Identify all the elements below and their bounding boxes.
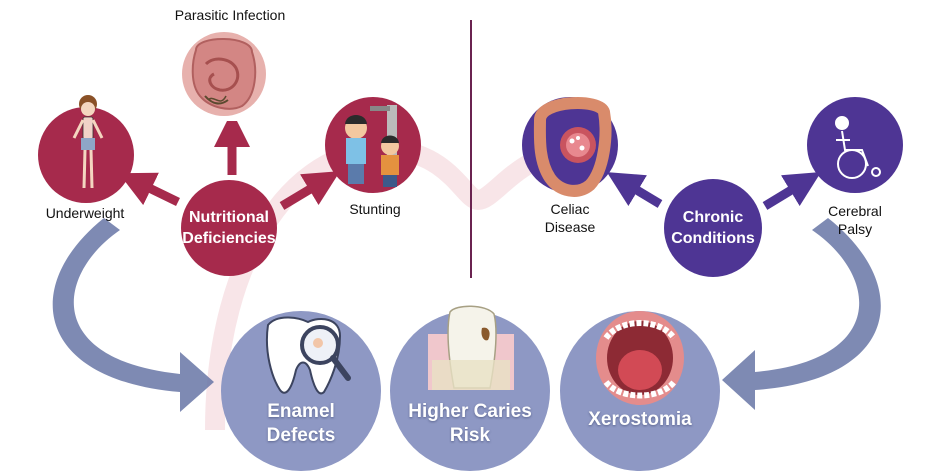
intestine-icon	[180, 25, 268, 121]
palsy-label-line2: Palsy	[837, 221, 873, 237]
children-height-icon	[345, 105, 399, 187]
caries-label-line1: Higher Caries	[408, 401, 532, 422]
nutritional-hub-line1: Nutritional	[189, 209, 269, 226]
nutritional-hub-line2: Deficiencies	[182, 230, 276, 247]
decayed-tooth-icon	[428, 305, 514, 390]
nutritional-hub-label: Nutritional Deficiencies	[180, 207, 278, 249]
open-mouth-icon	[596, 311, 684, 405]
chronic-hub-line1: Chronic	[682, 209, 744, 226]
colon-icon	[533, 97, 612, 197]
chronic-hub	[664, 179, 762, 277]
underweight-label: Underweight	[45, 205, 125, 221]
nutritional-hub	[181, 180, 277, 276]
stunting-circle	[325, 97, 421, 193]
arrow-to-celiac	[606, 172, 663, 208]
wheelchair-icon	[835, 116, 881, 179]
arrow-to-palsy	[762, 172, 822, 210]
palsy-label-line1: Cerebral	[828, 203, 882, 219]
curved-arrow-right	[722, 218, 881, 410]
caries-label-line2: Risk	[449, 425, 491, 446]
stunting-label: Stunting	[349, 201, 401, 217]
xerostomia-label: Xerostomia	[588, 409, 692, 430]
curved-arrow-left	[52, 218, 214, 412]
enamel-label-line1: Enamel	[267, 401, 335, 422]
celiac-label-line1: Celiac	[550, 201, 590, 217]
tooth-magnifier-icon	[265, 316, 351, 395]
palsy-label: Cerebral Palsy	[810, 202, 900, 238]
enamel-label-line2: Defects	[266, 425, 336, 446]
chronic-hub-label: Chronic Conditions	[664, 207, 762, 249]
enamel-circle	[221, 311, 381, 471]
parasitic-label: Parasitic Infection	[174, 7, 286, 23]
celiac-label: Celiac Disease	[520, 200, 620, 236]
girl-icon	[72, 95, 104, 189]
arrow-to-underweight	[118, 172, 180, 207]
chronic-hub-line2: Conditions	[671, 230, 755, 247]
caries-label: Higher Caries Risk	[395, 400, 545, 448]
arrow-to-stunting	[279, 171, 341, 210]
celiac-label-line2: Disease	[544, 219, 596, 235]
enamel-label: Enamel Defects	[236, 400, 366, 448]
